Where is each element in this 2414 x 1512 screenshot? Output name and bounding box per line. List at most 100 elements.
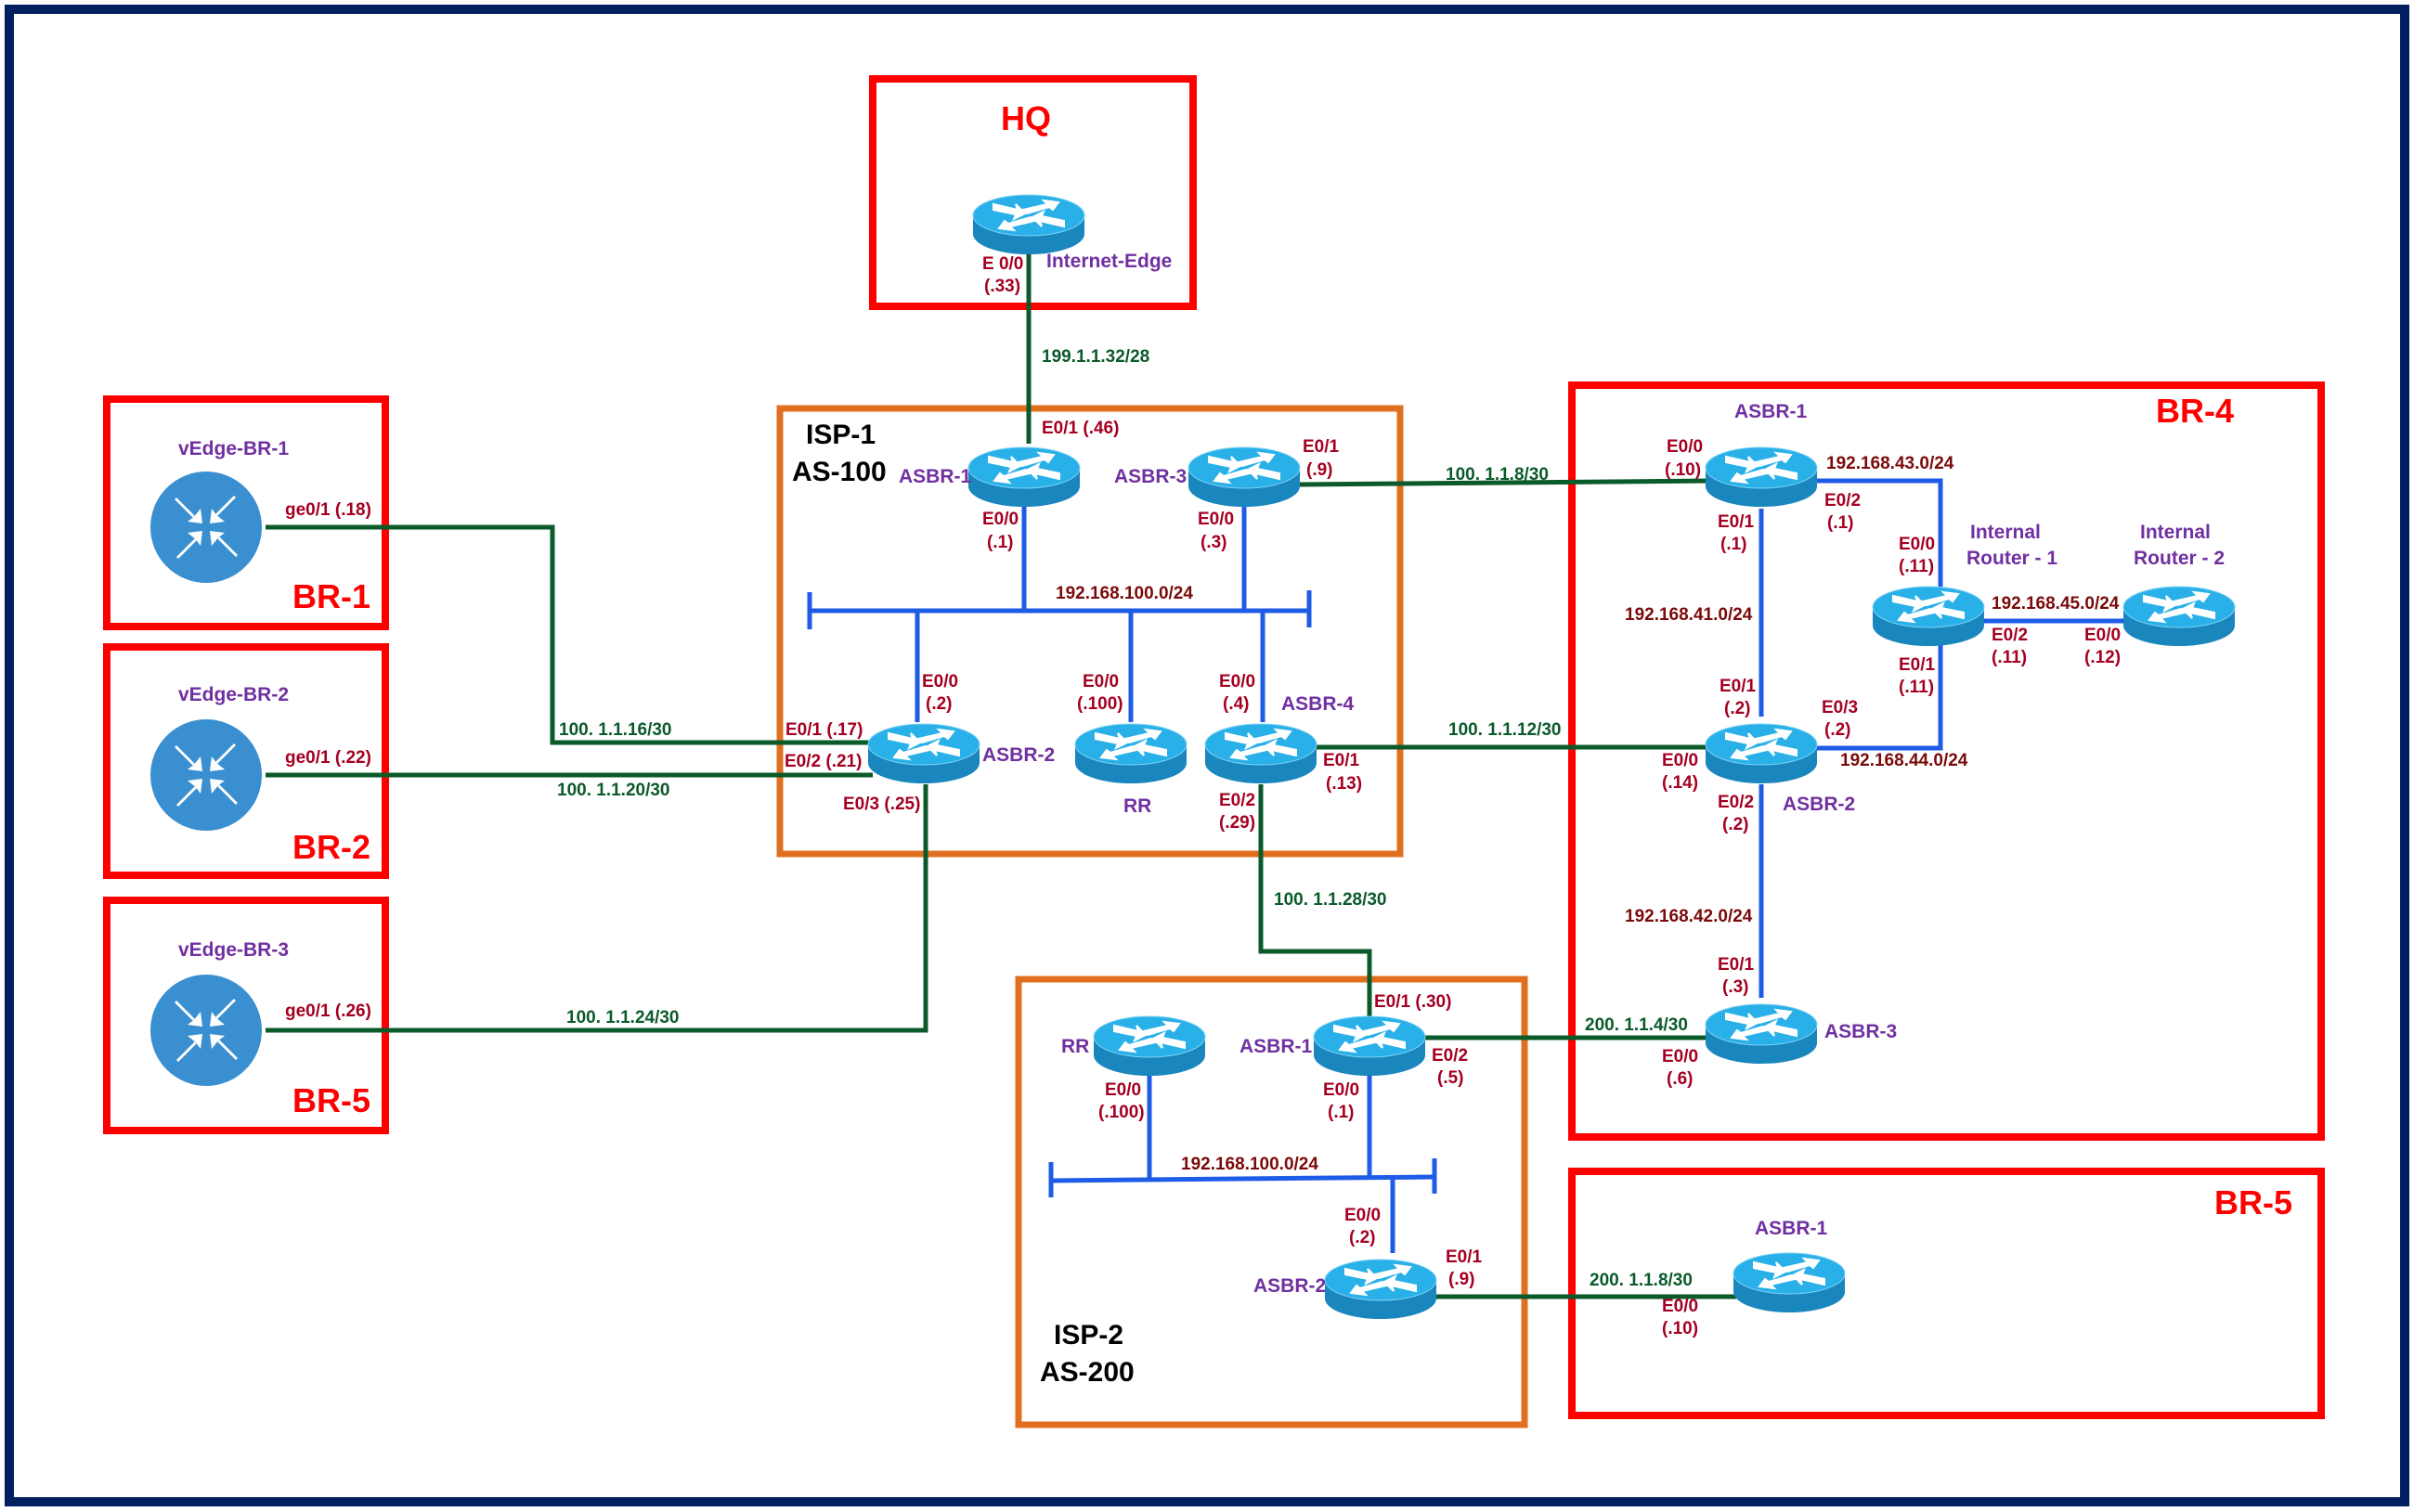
- isp2-as: AS-200: [1040, 1357, 1135, 1388]
- br4-link-43: [1817, 478, 1943, 587]
- isp2-lan-label: 192.168.100.0/24: [1181, 1155, 1318, 1174]
- intf-i2a2-e00-ip: (.2): [1349, 1228, 1376, 1247]
- router-icon-isp1-asbr4[interactable]: [1204, 723, 1317, 784]
- router-icon-br4-asbr1[interactable]: [1705, 446, 1818, 508]
- site-label-br5-left: BR-5: [292, 1081, 370, 1119]
- intf-b4a1-e01-ip: (.1): [1720, 535, 1747, 554]
- router-icon-isp1-asbr1[interactable]: [967, 446, 1081, 508]
- site-label-hq: HQ: [1001, 99, 1051, 137]
- intf-i1a4-e00-name: E0/0: [1219, 672, 1255, 691]
- intf-b4a2-e02-name: E0/2: [1718, 793, 1754, 812]
- link-br1-isp1: [266, 524, 873, 745]
- device-label-isp2-rr: RR: [1061, 1036, 1089, 1057]
- site-box-br5-left: [103, 897, 389, 1134]
- intf-b4ir1-e02-ip: (.11): [1992, 648, 2027, 667]
- isp1-lan-label: 192.168.100.0/24: [1056, 584, 1193, 603]
- intf-i2a1-e00-ip: (.1): [1328, 1103, 1355, 1122]
- isp2-lan-bus: [1050, 1174, 1435, 1183]
- router-icon-br5-asbr1[interactable]: [1733, 1252, 1846, 1313]
- site-box-br5-right: [1568, 1168, 2325, 1419]
- intf-i1a3-e01-name: E0/1: [1303, 437, 1340, 457]
- intf-i1a4-e01-ip: (.13): [1326, 774, 1362, 794]
- device-label-br4-ir1-line2: Router - 1: [1966, 548, 2057, 569]
- intf-i1a2-e03: E0/3 (.25): [843, 795, 920, 814]
- br4-link-44: [1817, 639, 1943, 751]
- intf-b4a1-e01-name: E0/1: [1718, 512, 1755, 532]
- site-box-br4: [1568, 381, 2325, 1141]
- device-label-isp1-rr: RR: [1123, 795, 1151, 817]
- router-icon-isp2-asbr1[interactable]: [1313, 1015, 1426, 1077]
- intf-hq-e00-name: E 0/0: [982, 254, 1023, 274]
- device-label-isp1-asbr4: ASBR-4: [1281, 693, 1354, 715]
- vedge-icon-br3[interactable]: [150, 975, 262, 1086]
- site-label-br1: BR-1: [292, 577, 370, 615]
- router-icon-br4-internal-router2[interactable]: [2122, 586, 2236, 647]
- intf-b4a3-e00-ip: (.6): [1667, 1069, 1694, 1089]
- isp2-name: ISP-2: [1054, 1320, 1123, 1350]
- router-icon-isp1-rr[interactable]: [1074, 723, 1188, 784]
- intf-i2a2-e00-name: E0/0: [1344, 1206, 1381, 1225]
- device-label-br4-ir1-line1: Internal: [1970, 522, 2041, 543]
- intf-b4a2-e03-ip: (.2): [1824, 720, 1851, 740]
- intf-i1a3-e00-name: E0/0: [1198, 510, 1234, 529]
- intf-i1a1-e00-ip: (.1): [987, 533, 1014, 552]
- intf-i2rr-e00-ip: (.100): [1098, 1103, 1145, 1122]
- device-label-isp2-asbr1: ASBR-1: [1239, 1036, 1312, 1057]
- intf-b4a3-e01-ip: (.3): [1722, 977, 1749, 997]
- intf-b4a1-e00-name: E0/0: [1667, 437, 1703, 457]
- net-label-br4-45: 192.168.45.0/24: [1992, 594, 2120, 614]
- router-icon-br4-asbr3[interactable]: [1705, 1003, 1818, 1065]
- intf-i1a4-e01-name: E0/1: [1323, 751, 1360, 770]
- router-icon-isp1-asbr3[interactable]: [1188, 446, 1301, 508]
- intf-i1a1-e00-name: E0/0: [982, 510, 1019, 529]
- net-label-isp2-br5: 200. 1.1.8/30: [1590, 1271, 1693, 1290]
- router-icon-br4-asbr2[interactable]: [1705, 723, 1818, 784]
- vedge-icon-br2[interactable]: [150, 719, 262, 831]
- site-label-br2: BR-2: [292, 828, 370, 866]
- intf-i2a2-e01-name: E0/1: [1446, 1247, 1483, 1267]
- intf-i2a2-e01-ip: (.9): [1448, 1270, 1475, 1289]
- intf-b4ir1-e01-name: E0/1: [1899, 655, 1936, 675]
- intf-b4a1-e00-ip: (.10): [1665, 460, 1701, 480]
- link-isp1-br4-a: [1299, 478, 1711, 487]
- intf-i2a1-e02-name: E0/2: [1432, 1046, 1468, 1066]
- intf-i1a4-e02-name: E0/2: [1219, 791, 1255, 810]
- site-label-br4: BR-4: [2156, 392, 2234, 430]
- device-label-isp1-asbr2: ASBR-2: [982, 744, 1055, 766]
- device-label-br4-ir2-line1: Internal: [2140, 522, 2211, 543]
- intf-v1-ge: ge0/1 (.18): [285, 500, 371, 520]
- intf-i1a1-e01: E0/1 (.46): [1042, 419, 1119, 438]
- isp-box-isp1: [776, 405, 1404, 858]
- intf-b4a3-e00-name: E0/0: [1662, 1047, 1698, 1066]
- intf-hq-e00-ip: (.33): [984, 277, 1020, 296]
- device-label-isp1-asbr1: ASBR-1: [899, 466, 971, 487]
- isp-box-isp2: [1015, 976, 1528, 1428]
- router-icon-internet-edge[interactable]: [972, 194, 1085, 255]
- intf-b4ir2-e00-ip: (.12): [2084, 648, 2121, 667]
- router-icon-isp2-asbr2[interactable]: [1324, 1259, 1437, 1320]
- intf-b4a2-e01-ip: (.2): [1724, 699, 1751, 718]
- router-icon-isp2-rr[interactable]: [1093, 1015, 1206, 1077]
- intf-i2rr-e00-name: E0/0: [1105, 1080, 1141, 1100]
- intf-i1rr-e00-name: E0/0: [1083, 672, 1119, 691]
- intf-b4ir1-e00-ip: (.11): [1899, 557, 1934, 576]
- intf-b4a3-e01-name: E0/1: [1718, 955, 1755, 975]
- device-label-br5-asbr1: ASBR-1: [1755, 1218, 1827, 1239]
- intf-i1a2-e02: E0/2 (.21): [785, 752, 862, 771]
- vedge-icon-br1[interactable]: [150, 472, 262, 583]
- net-label-isp2-br4: 200. 1.1.4/30: [1585, 1015, 1688, 1035]
- net-label-br2-isp1: 100. 1.1.20/30: [557, 781, 670, 800]
- intf-i2a1-e01: E0/1 (.30): [1374, 992, 1451, 1012]
- intf-i1a3-e01-ip: (.9): [1306, 460, 1333, 480]
- device-label-vedge1: vEdge-BR-1: [178, 438, 289, 459]
- isp1-name: ISP-1: [806, 420, 876, 450]
- device-label-br4-asbr1: ASBR-1: [1734, 401, 1807, 422]
- net-label-br4-43: 192.168.43.0/24: [1826, 454, 1954, 473]
- intf-b5a1-e00-ip: (.10): [1662, 1319, 1698, 1338]
- router-icon-br4-internal-router1[interactable]: [1872, 586, 1985, 647]
- router-icon-isp1-asbr2[interactable]: [867, 723, 980, 784]
- intf-b5a1-e00-name: E0/0: [1662, 1297, 1698, 1316]
- net-label-br4-44: 192.168.44.0/24: [1840, 751, 1968, 770]
- intf-b4ir2-e00-name: E0/0: [2084, 626, 2121, 645]
